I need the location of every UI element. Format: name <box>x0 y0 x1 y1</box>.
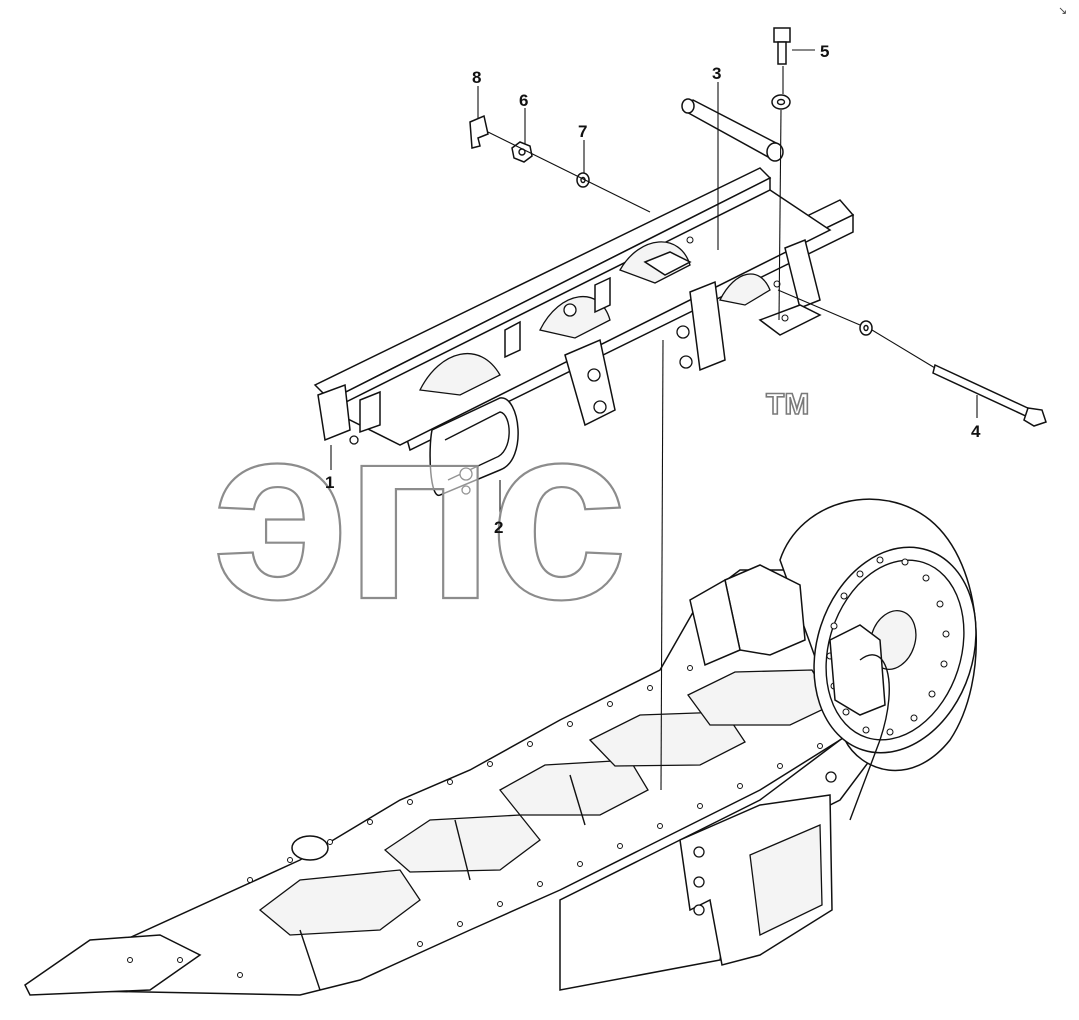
frame-bolt-holes <box>127 665 823 978</box>
callout-labels: 1 2 3 4 5 6 7 8 <box>325 42 981 537</box>
callout-8: 8 <box>472 68 481 87</box>
right-pad <box>758 304 822 336</box>
callout-6: 6 <box>519 91 528 110</box>
bolt-part-5 <box>771 27 791 110</box>
side-plate-bolts <box>693 771 837 916</box>
clip-part-2 <box>429 397 519 496</box>
callout-2: 2 <box>494 518 503 537</box>
track-frame <box>24 569 871 996</box>
pin-part-3 <box>681 98 784 162</box>
idler-wheel <box>779 498 977 821</box>
nut-part-6 <box>511 141 533 163</box>
callout-1: 1 <box>325 473 334 492</box>
front-lug-3 <box>784 238 821 310</box>
bolt-part-4 <box>859 320 1047 427</box>
callout-5: 5 <box>820 42 829 61</box>
frame-boss <box>291 835 329 861</box>
assembly-lines <box>330 49 978 791</box>
watermark-text: эпс <box>212 372 622 651</box>
lock-plate-part-8 <box>469 114 489 149</box>
trademark-symbol: TM <box>766 388 809 421</box>
callout-3: 3 <box>712 64 721 83</box>
corner-mark: ↘ <box>1058 4 1067 17</box>
wheel-bolt-ring <box>826 556 950 736</box>
callout-7: 7 <box>578 122 587 141</box>
rear-pad <box>643 251 692 276</box>
watermark: эпс TM <box>211 371 810 652</box>
foot-part-1 <box>317 383 351 442</box>
assembly-nuts <box>349 303 693 495</box>
track-guide-assembly <box>313 167 855 496</box>
washer-part-7 <box>576 172 590 188</box>
front-lug-2 <box>689 280 726 372</box>
callout-4: 4 <box>971 422 981 441</box>
